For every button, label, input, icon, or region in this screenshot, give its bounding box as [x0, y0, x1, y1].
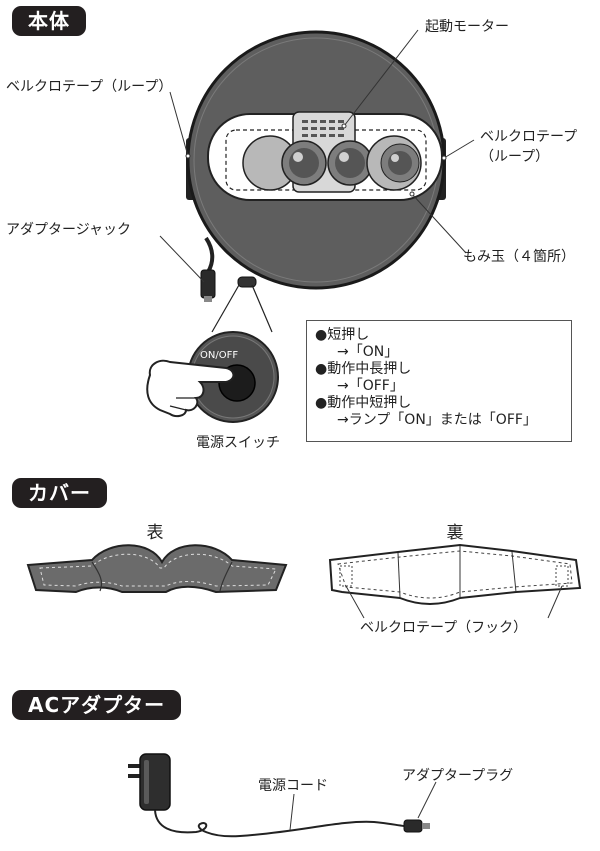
switch-port — [237, 276, 257, 288]
label-massage-balls: もみ玉（４箇所） — [463, 249, 575, 265]
note-2-bullet: ●動作中長押し — [315, 361, 412, 377]
power-switch-notes: ●短押し →「ON」 ●動作中長押し →「OFF」 ●動作中短押し →ランプ「O… — [306, 320, 572, 442]
label-cover-front: 表 — [146, 523, 164, 543]
adapter-plug — [403, 819, 423, 833]
label-adapter-jack: アダプタージャック — [6, 222, 132, 238]
label-velcro-hook: ベルクロテープ（フック） — [360, 620, 528, 636]
label-power-cord: 電源コード — [258, 778, 328, 794]
note-1-detail: →「ON」 — [337, 344, 399, 360]
motor-grille — [302, 120, 344, 137]
label-velcro-loop-right-line1: ベルクロテープ — [480, 129, 578, 145]
massager-body — [186, 30, 446, 302]
label-power-switch: 電源スイッチ — [196, 435, 280, 451]
label-cover-back: 裏 — [446, 523, 464, 543]
cover-back — [328, 543, 582, 619]
zoom-line-left — [211, 284, 240, 333]
pointing-hand-icon — [146, 359, 235, 418]
note-1-bullet: ●短押し — [315, 327, 370, 343]
label-startup-motor: 起動モーター — [425, 19, 509, 35]
zoom-line-right — [251, 284, 273, 333]
label-velcro-loop-left: ベルクロテープ（ループ） — [6, 79, 173, 95]
note-3-detail: →ランプ「ON」または「OFF」 — [337, 412, 537, 428]
section-tag-ac-adapter: ACアダプター — [12, 690, 182, 720]
leader-lines-main — [159, 29, 475, 283]
adapter-jack — [200, 236, 216, 302]
section-tag-main-unit: 本体 — [12, 6, 86, 36]
power-cord — [154, 809, 405, 838]
section-tag-cover: カバー — [12, 478, 107, 508]
ac-adapter-drawing — [128, 753, 437, 838]
note-2-detail: →「OFF」 — [337, 378, 404, 394]
note-3-bullet: ●動作中短押し — [315, 395, 412, 411]
cover-front — [26, 544, 288, 594]
label-velcro-loop-right-line2: （ループ） — [480, 149, 550, 165]
label-velcro-loop-right: ベルクロテープ （ループ） — [480, 126, 577, 166]
label-switch-on-off: ON/OFF — [200, 350, 239, 361]
label-adapter-plug: アダプタープラグ — [402, 768, 514, 784]
massage-balls — [242, 135, 422, 191]
